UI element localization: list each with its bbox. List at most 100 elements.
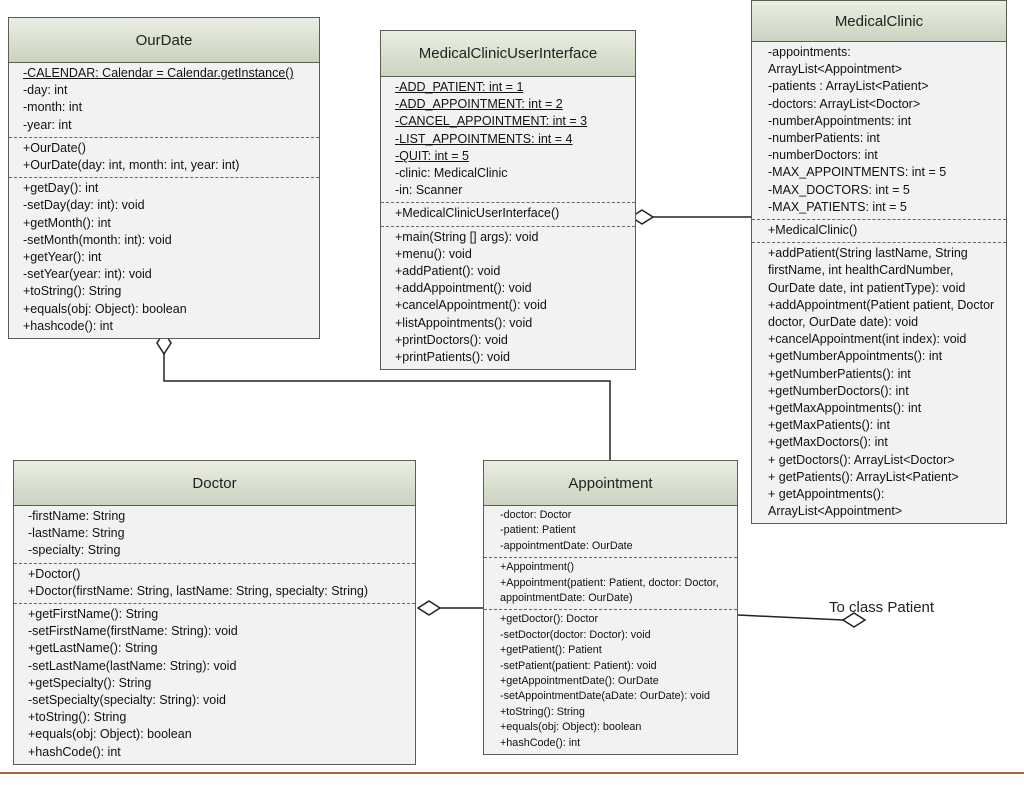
diamond-patient-end	[841, 612, 867, 628]
member-line: +cancelAppointment(): void	[395, 298, 547, 313]
class-medicalclinic: MedicalClinic -appointments: ArrayList<Ap…	[751, 0, 1007, 525]
member-line: +MedicalClinic()	[768, 223, 858, 238]
bottom-divider	[0, 772, 1024, 774]
class-name: OurDate	[9, 18, 319, 63]
member-line: -appointments:	[768, 45, 851, 59]
member-line: -ADD_APPOINTMENT: int = 2	[395, 97, 563, 112]
diamond-ui-end	[629, 209, 655, 225]
class-name: Appointment	[484, 461, 737, 506]
member-line: -setYear(year: int): void	[23, 267, 152, 282]
member-line: -numberPatients: int	[768, 131, 880, 146]
member-line: +getMaxAppointments(): int	[768, 401, 922, 416]
member-line: + getAppointments(): ArrayList<Appointme…	[768, 487, 903, 519]
member-line: +getNumberDoctors(): int	[768, 383, 909, 398]
class-medicalclinicuserinterface: MedicalClinicUserInterface -ADD_PATIENT:…	[380, 30, 636, 371]
member-line: +addAppointment(): void	[395, 281, 532, 296]
methods-section: +getDay(): int-setDay(day: int): void+ge…	[9, 177, 319, 338]
attributes-section: -firstName: String-lastName: String-spec…	[14, 506, 415, 563]
member-line: +equals(obj: Object): boolean	[23, 301, 187, 316]
member-line: -setMonth(month: int): void	[23, 232, 172, 247]
constructors-section: +MedicalClinic()	[752, 219, 1006, 242]
methods-section: +main(String [] args): void +menu(): void…	[381, 225, 635, 370]
link-patient-appointment	[737, 614, 844, 621]
class-name: Doctor	[14, 461, 415, 506]
member-line: -MAX_PATIENTS: int = 5	[768, 199, 907, 214]
member-line: +Doctor(firstName: String, lastName: Str…	[28, 583, 369, 598]
member-line: -setPatient(patient: Patient): void	[500, 659, 657, 672]
member-line: +listAppointments(): void	[395, 315, 533, 330]
class-ourdate: OurDate -CALENDAR: Calendar = Calendar.g…	[8, 17, 320, 340]
attributes-section: -ADD_PATIENT: int = 1-ADD_APPOINTMENT: i…	[381, 77, 635, 202]
member-line: +main(String [] args): void	[395, 229, 539, 244]
member-line: -numberAppointments: int	[768, 113, 912, 128]
member-line: +equals(obj: Object): boolean	[28, 727, 192, 742]
member-line: -CALENDAR: Calendar = Calendar.getInstan…	[23, 66, 294, 80]
member-line: +getMonth(): int	[23, 215, 111, 230]
member-line: +hashcode(): int	[23, 318, 113, 333]
methods-section: +addPatient(String lastName, String firs…	[752, 242, 1006, 523]
member-line: +getMaxPatients(): int	[768, 418, 890, 433]
member-line: + getDoctors(): ArrayList<Doctor>	[768, 452, 955, 467]
member-line: -CANCEL_APPOINTMENT: int = 3	[395, 114, 588, 129]
class-appointment: Appointment -doctor: Doctor -patient: Pat…	[483, 460, 738, 756]
member-line: -setDoctor(doctor: Doctor): void	[500, 628, 651, 641]
methods-section: +getFirstName(): String -setFirstName(fir…	[14, 603, 415, 764]
member-line: +getPatient(): Patient	[500, 644, 602, 657]
member-line: +Doctor()	[28, 566, 81, 581]
member-line: +printDoctors(): void	[395, 332, 508, 347]
constructors-section: +MedicalClinicUserInterface()	[381, 202, 635, 225]
constructors-section: +Appointment()+Appointment(patient: Pati…	[484, 557, 737, 609]
constructors-section: +OurDate() +OurDate(day: int, month: int,…	[9, 136, 319, 177]
member-line: +getNumberPatients(): int	[768, 366, 911, 381]
member-line: -QUIT: int = 5	[395, 148, 469, 163]
member-line: -setFirstName(firstName: String): void	[28, 624, 238, 639]
member-line: +cancelAppointment(int index): void	[768, 332, 967, 347]
member-line: +getAppointmentDate(): OurDate	[500, 675, 659, 688]
member-line: +Appointment()	[500, 561, 575, 574]
member-line: +addPatient(String lastName, String firs…	[768, 246, 968, 295]
member-line: -in: Scanner	[395, 183, 463, 198]
member-line: -firstName: String	[28, 509, 126, 523]
member-line: -setAppointmentDate(aDate: OurDate): voi…	[500, 690, 711, 703]
member-line: -numberDoctors: int	[768, 148, 878, 163]
member-line: -doctors: ArrayList<Doctor>	[768, 96, 921, 111]
diamond-doctor-end	[416, 600, 442, 616]
attributes-section: -CALENDAR: Calendar = Calendar.getInstan…	[9, 63, 319, 137]
methods-section: +getDoctor(): Doctor -setDoctor(doctor: D…	[484, 609, 737, 754]
member-line: +getYear(): int	[23, 250, 102, 265]
class-name: MedicalClinic	[752, 1, 1006, 42]
member-line: -MAX_DOCTORS: int = 5	[768, 182, 910, 197]
member-line: +getMaxDoctors(): int	[768, 435, 888, 450]
member-line: +OurDate()	[23, 140, 86, 155]
member-line: + getPatients(): ArrayList<Patient>	[768, 469, 959, 484]
member-line: -month: int	[23, 100, 83, 115]
member-line: +equals(obj: Object): boolean	[500, 721, 642, 734]
member-line: -clinic: MedicalClinic	[395, 166, 508, 181]
class-doctor: Doctor -firstName: String-lastName: Stri…	[13, 460, 416, 765]
constructors-section: +Doctor() +Doctor(firstName: String, last…	[14, 562, 415, 603]
link-ourdate-appointment	[163, 354, 611, 462]
member-line: +hashCode(): int	[500, 736, 581, 749]
member-line: -MAX_APPOINTMENTS: int = 5	[768, 165, 947, 180]
member-line: +printPatients(): void	[395, 350, 510, 365]
member-line: -specialty: String	[28, 543, 121, 558]
member-line: -patients : ArrayList<Patient>	[768, 79, 929, 94]
member-line: -day: int	[23, 83, 68, 98]
member-line: -LIST_APPOINTMENTS: int = 4	[395, 131, 573, 146]
member-line: +toString(): String	[28, 710, 127, 725]
member-line: +getDay(): int	[23, 181, 99, 196]
note-to-class-patient: To class Patient	[829, 599, 935, 616]
member-line: -appointmentDate: OurDate	[500, 539, 633, 552]
member-line: +getLastName(): String	[28, 641, 158, 656]
member-line: +getFirstName(): String	[28, 607, 159, 622]
member-line: +menu(): void	[395, 246, 472, 261]
member-line: ArrayList<Appointment>	[768, 62, 903, 77]
member-line: +OurDate(day: int, month: int, year: int…	[23, 158, 240, 173]
class-name: MedicalClinicUserInterface	[381, 31, 635, 77]
member-line: +hashCode(): int	[28, 744, 121, 759]
member-line: +addAppointment(Patient patient, Doctor …	[768, 297, 995, 330]
member-line: +getSpecialty(): String	[28, 675, 152, 690]
member-line: -doctor: Doctor	[500, 509, 572, 521]
member-line: -patient: Patient	[500, 524, 576, 537]
member-line: +getDoctor(): Doctor	[500, 613, 599, 626]
